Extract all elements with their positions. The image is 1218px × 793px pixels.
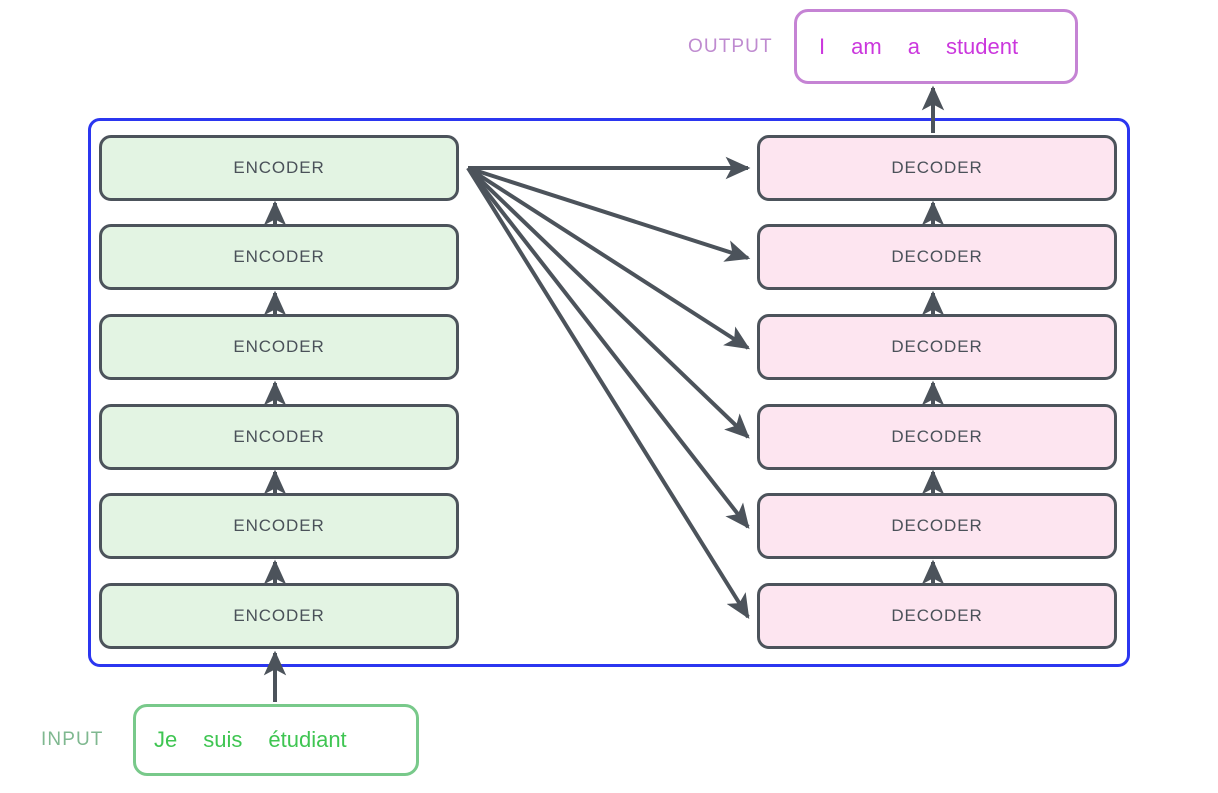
decoder-block-5[interactable]: DECODER: [757, 493, 1117, 559]
encoder-block-label: ENCODER: [233, 516, 325, 535]
decoder-block-label: DECODER: [891, 247, 983, 266]
output-token: I: [819, 33, 826, 59]
decoder-block-label: DECODER: [891, 427, 983, 446]
output-token: student: [945, 33, 1019, 59]
input-token: Je: [154, 727, 178, 752]
input-label: INPUT: [41, 729, 104, 750]
encoder-block-6[interactable]: ENCODER: [99, 583, 459, 649]
encoder-block-label: ENCODER: [233, 427, 325, 446]
output-token: am: [851, 33, 882, 59]
decoder-block-1[interactable]: DECODER: [757, 135, 1117, 201]
model-frame: [88, 118, 1130, 667]
output-sentence-box[interactable]: I am a student: [794, 9, 1078, 84]
decoder-block-2[interactable]: DECODER: [757, 224, 1117, 290]
input-token: suis: [203, 727, 243, 752]
encoder-block-1[interactable]: ENCODER: [99, 135, 459, 201]
decoder-block-3[interactable]: DECODER: [757, 314, 1117, 380]
decoder-block-label: DECODER: [891, 606, 983, 625]
encoder-block-label: ENCODER: [233, 337, 325, 356]
input-sentence-box[interactable]: Je suis étudiant: [133, 704, 419, 776]
input-token: étudiant: [268, 727, 347, 752]
decoder-block-4[interactable]: DECODER: [757, 404, 1117, 470]
decoder-block-6[interactable]: DECODER: [757, 583, 1117, 649]
encoder-block-4[interactable]: ENCODER: [99, 404, 459, 470]
encoder-block-label: ENCODER: [233, 158, 325, 177]
encoder-block-3[interactable]: ENCODER: [99, 314, 459, 380]
output-label: OUTPUT: [688, 36, 773, 57]
decoder-block-label: DECODER: [891, 337, 983, 356]
encoder-block-2[interactable]: ENCODER: [99, 224, 459, 290]
output-token: a: [907, 33, 920, 59]
decoder-block-label: DECODER: [891, 158, 983, 177]
encoder-block-5[interactable]: ENCODER: [99, 493, 459, 559]
decoder-block-label: DECODER: [891, 516, 983, 535]
encoder-block-label: ENCODER: [233, 606, 325, 625]
encoder-block-label: ENCODER: [233, 247, 325, 266]
